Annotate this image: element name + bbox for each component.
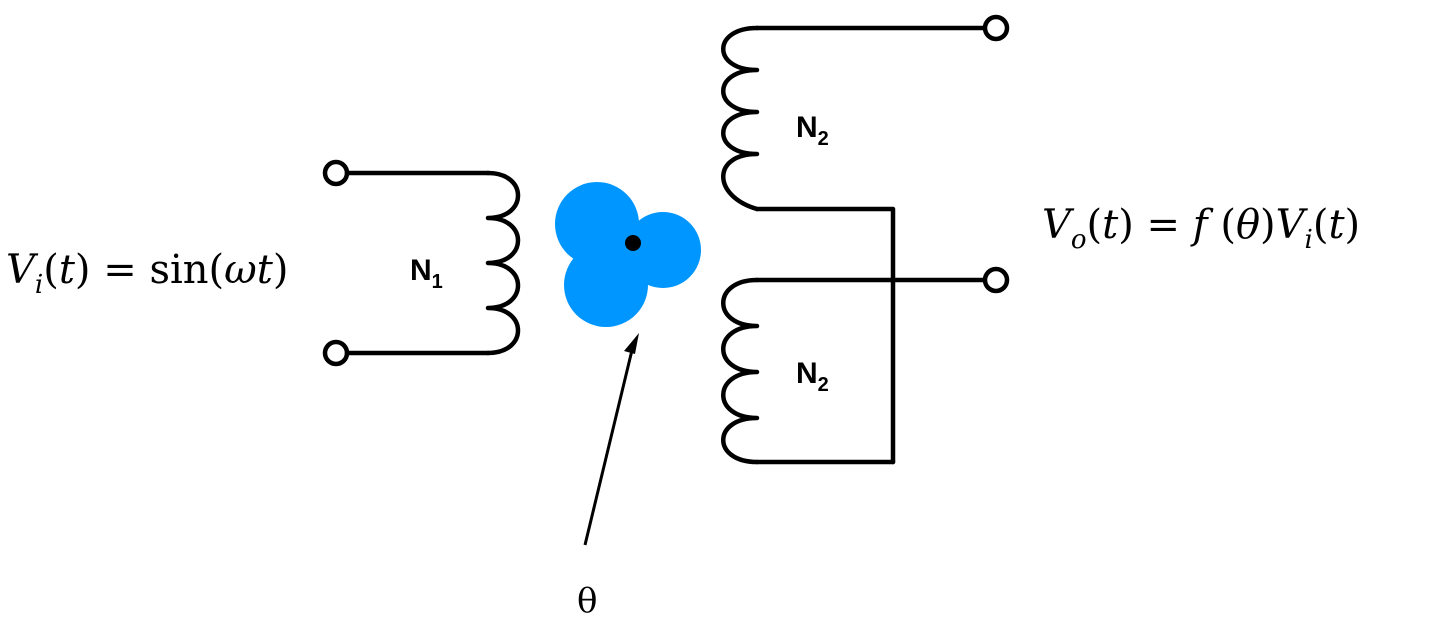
secondary-bottom-winding-label: N2 [796, 357, 829, 396]
rotor [555, 182, 701, 327]
input-equation: Vi(t) = sin(ωt) [6, 247, 288, 300]
secondary-bottom-coil [721, 277, 760, 465]
primary-coil [485, 170, 521, 356]
theta-arrow-shaft [583, 345, 635, 546]
theta-arrow [583, 333, 639, 546]
secondary-top-winding-label: N2 [796, 111, 829, 150]
theta-label: θ [577, 581, 597, 621]
output-equation: Vo(t) = f (θ)Vi(t) [1042, 202, 1360, 255]
theta-arrow-head [624, 333, 639, 354]
output-terminal-middle [982, 266, 1010, 294]
input-terminal-top [322, 159, 350, 187]
primary-winding-label: N1 [410, 254, 443, 293]
secondary-top-coil [721, 25, 760, 212]
series-link-wire [754, 206, 896, 465]
secondary-winding-bottom [721, 266, 1010, 465]
secondary-winding-top [721, 14, 1010, 465]
input-terminal-bottom [322, 339, 350, 367]
rotor-shaft-dot [625, 235, 641, 251]
output-terminal-top [982, 14, 1010, 42]
primary-winding [322, 159, 521, 367]
rotor-core [593, 225, 653, 285]
